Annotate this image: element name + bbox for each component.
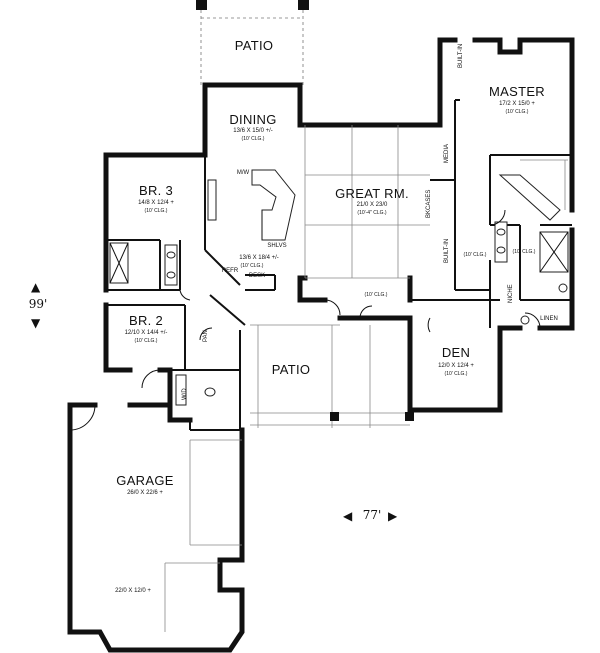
patio-top-label: PATIO [234,38,274,53]
br3-label: BR. 3 [138,183,174,198]
garage-label: GARAGE [116,473,174,488]
br2-dims: 12/10 X 14/4 +/- [124,330,168,336]
master-closet-ceiling: (10' CLG.) [463,252,487,258]
den-label: DEN [441,345,471,360]
depth-arrow-down-icon: ▼ [31,316,41,330]
br3-dims: 14/8 X 12/4 + [138,200,174,206]
master-dims: 17/2 X 15/0 + [499,101,535,107]
interior-walls [106,99,572,431]
built-in-upper-label: BUILT-IN [458,43,464,68]
microwave-label: M/W [236,170,250,176]
ceiling-grid [250,125,430,428]
width-arrow-right-icon: ▶ [388,509,398,523]
br3-ceiling: (10' CLG.) [144,208,168,214]
shelves-label: SHLVS [267,243,287,249]
media-label: MEDIA [444,143,450,163]
niche-label: NICHE [508,284,514,303]
garage-steps [164,439,242,632]
refrigerator-label: REFR [221,268,239,274]
bookcases-label: BKCASES [426,189,432,218]
width-arrow-left-icon: ◀ [343,509,353,523]
den-dims: 12/0 X 12/4 + [438,363,474,369]
fixtures [109,159,569,406]
dining-ceiling: (10' CLG.) [241,136,265,142]
depth-dimension: 99' [28,297,48,311]
pantry-label: PAN [203,330,209,342]
kitchen-ceiling: (10' CLG.) [240,263,264,269]
master-label: MASTER [489,84,545,99]
patio-mid-label: PATIO [271,362,311,377]
width-dimension: 77' [362,508,382,522]
linen-label: LINEN [540,316,558,322]
garage-dims: 26/0 X 22/6 + [127,490,163,496]
door-swings [69,209,541,431]
built-in-lower-label: BUILT-IN [444,238,450,263]
den-ceiling: (10' CLG.) [444,371,468,377]
master-bath-ceiling: (10' CLG.) [512,249,536,255]
great-room-dims: 21/0 X 23/0 [356,202,388,208]
kitchen-dims: 13/6 X 18/4 +/- [239,255,279,261]
great-room-ceiling: (10'-4" CLG.) [357,210,387,216]
br2-label: BR. 2 [128,313,164,328]
kitchen-island [207,169,296,241]
exterior-walls [67,37,575,653]
dining-label: DINING [229,112,277,127]
dining-dims: 13/6 X 15/0 +/- [233,128,273,134]
great-room-label: GREAT RM. [335,186,409,201]
master-ceiling: (10' CLG.) [505,109,529,115]
hall-ceiling: (10' CLG.) [364,292,388,298]
br2-ceiling: (10' CLG.) [134,338,158,344]
top-patio-outline [196,0,309,85]
garage-dims-2: 22/0 X 12/0 + [115,588,151,594]
depth-arrow-up-icon: ▲ [31,280,41,294]
washer-dryer-label: W/D [182,388,188,400]
desk-label: DESK [248,273,266,279]
